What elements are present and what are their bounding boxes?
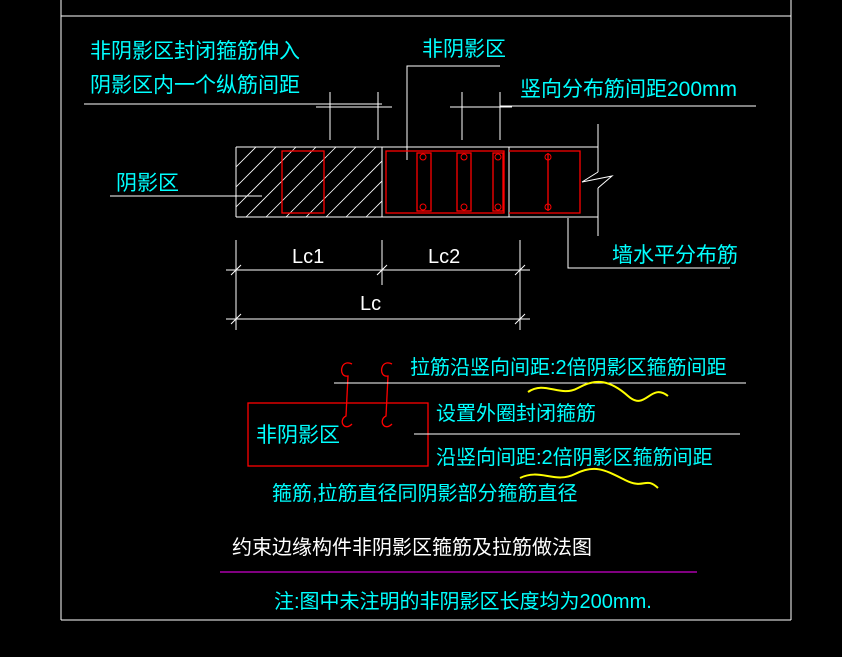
drawing-title: 约束边缘构件非阴影区箍筋及拉筋做法图 bbox=[232, 536, 592, 559]
rebar-hoops bbox=[281, 150, 581, 214]
label-shadow-zone: 阴影区 bbox=[116, 172, 179, 195]
label-top-left-line2: 阴影区内一个纵筋间距 bbox=[90, 74, 300, 97]
leader-non-shadow-top bbox=[406, 65, 500, 160]
rebar-bars bbox=[419, 153, 552, 211]
wall-section bbox=[235, 124, 614, 236]
label-vertical-spacing-2: 沿竖向间距:2倍阴影区箍筋间距 bbox=[436, 446, 713, 469]
drawing-note: 注:图中未注明的非阴影区长度均为200mm. bbox=[274, 590, 652, 613]
label-outer-hoop: 设置外圈封闭箍筋 bbox=[436, 402, 596, 425]
highlight-squiggle-2 bbox=[519, 467, 659, 489]
top-dimension-ticks bbox=[316, 92, 512, 140]
shadow-zone-hatch bbox=[236, 147, 382, 217]
label-vertical-spacing: 竖向分布筋间距200mm bbox=[520, 78, 737, 101]
highlight-squiggle-1 bbox=[527, 380, 669, 402]
dimension-lc2: Lc2 bbox=[428, 246, 460, 268]
tie-hooks bbox=[341, 362, 393, 428]
drawing-frame bbox=[60, 0, 792, 621]
label-non-shadow-top: 非阴影区 bbox=[422, 38, 506, 61]
label-top-left-line1: 非阴影区封闭箍筋伸入 bbox=[90, 40, 300, 63]
label-wall-horizontal: 墙水平分布筋 bbox=[612, 244, 738, 267]
dimension-lines bbox=[226, 240, 530, 330]
leader-wall-horizontal bbox=[567, 218, 730, 269]
label-non-shadow-box: 非阴影区 bbox=[256, 424, 340, 447]
dimension-lc1: Lc1 bbox=[292, 246, 324, 268]
label-diameter-note: 箍筋,拉筋直径同阴影部分箍筋直径 bbox=[272, 482, 578, 505]
dimension-lc: Lc bbox=[360, 293, 381, 315]
label-tie-spacing: 拉筋沿竖向间距:2倍阴影区箍筋间距 bbox=[410, 356, 727, 379]
